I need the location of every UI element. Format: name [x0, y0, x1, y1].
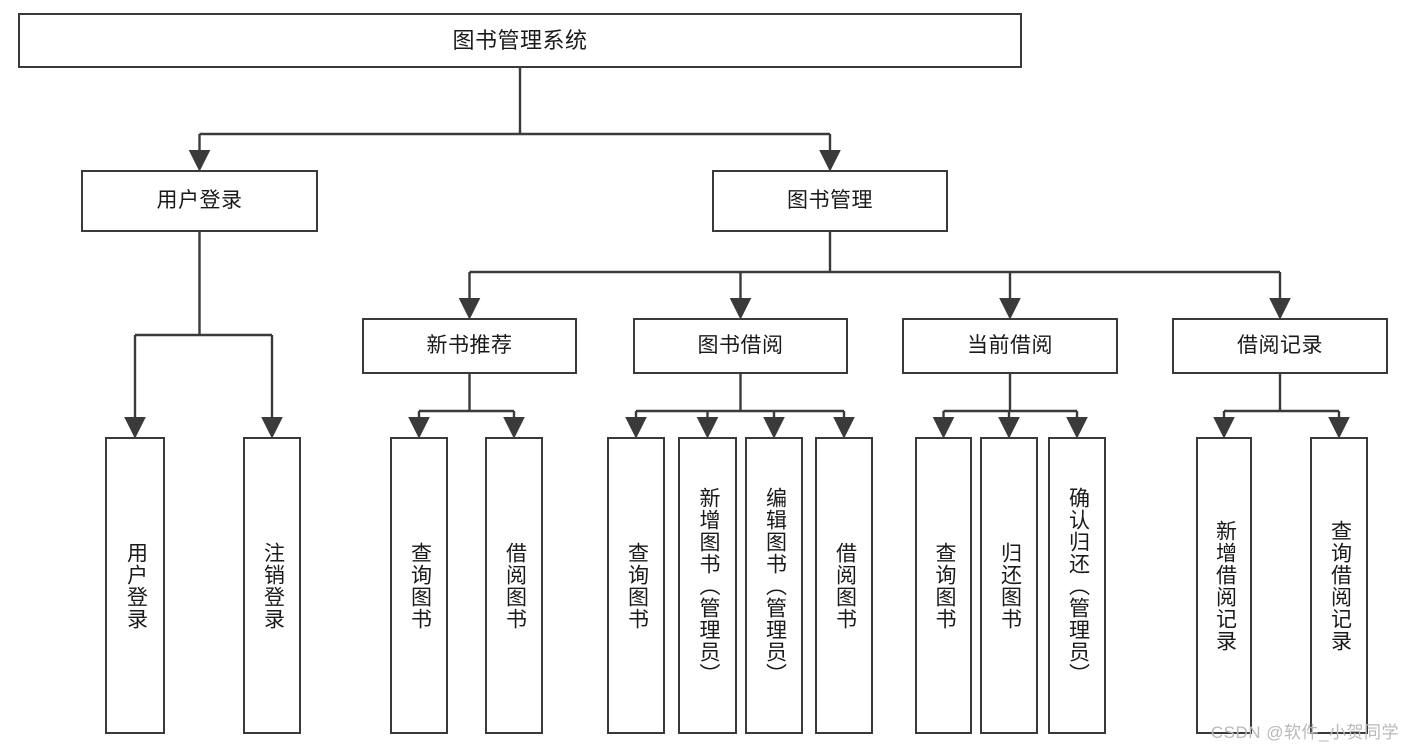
node-new-book-recommend-label: 新书推荐 — [426, 333, 513, 357]
node-leaf-query-book-2-label: 查询图书 — [625, 541, 649, 630]
node-leaf-add-book-admin-label: 新增图书（管理员） — [696, 486, 720, 685]
node-user-login-label: 用户登录 — [156, 188, 243, 212]
node-leaf-query-book-1-label: 查询图书 — [408, 541, 432, 630]
node-book-manage[interactable]: 图书管理 — [712, 170, 948, 232]
node-leaf-query-borrow-record[interactable]: 查询借阅记录 — [1310, 437, 1368, 734]
node-leaf-user-logout[interactable]: 注销登录 — [243, 437, 301, 734]
node-leaf-user-login-label: 用户登录 — [124, 541, 148, 630]
node-leaf-add-book-admin[interactable]: 新增图书（管理员） — [678, 437, 737, 734]
node-leaf-query-book-1[interactable]: 查询图书 — [390, 437, 448, 734]
node-leaf-return-book[interactable]: 归还图书 — [980, 437, 1038, 734]
node-user-login[interactable]: 用户登录 — [81, 170, 318, 232]
node-leaf-confirm-return-admin-label: 确认归还（管理员） — [1066, 486, 1090, 685]
node-borrow-record-label: 借阅记录 — [1237, 333, 1323, 357]
node-root-system[interactable]: 图书管理系统 — [18, 13, 1022, 68]
node-leaf-add-borrow-record-label: 新增借阅记录 — [1213, 519, 1237, 652]
node-borrow-record[interactable]: 借阅记录 — [1172, 318, 1388, 374]
node-leaf-borrow-book-2-label: 借阅图书 — [833, 541, 857, 630]
node-current-borrow[interactable]: 当前借阅 — [902, 318, 1118, 374]
node-leaf-borrow-book-2[interactable]: 借阅图书 — [815, 437, 873, 734]
node-book-borrow-label: 图书借阅 — [697, 333, 784, 357]
node-leaf-borrow-book-1-label: 借阅图书 — [503, 541, 527, 630]
node-leaf-confirm-return-admin[interactable]: 确认归还（管理员） — [1048, 437, 1106, 734]
node-book-borrow[interactable]: 图书借阅 — [633, 318, 848, 374]
node-leaf-query-book-3[interactable]: 查询图书 — [915, 437, 972, 734]
node-leaf-borrow-book-1[interactable]: 借阅图书 — [485, 437, 543, 734]
node-leaf-add-borrow-record[interactable]: 新增借阅记录 — [1196, 437, 1252, 734]
node-leaf-query-book-3-label: 查询图书 — [932, 541, 956, 630]
node-current-borrow-label: 当前借阅 — [967, 333, 1053, 357]
node-leaf-user-login[interactable]: 用户登录 — [105, 437, 165, 734]
node-book-manage-label: 图书管理 — [787, 188, 873, 212]
node-leaf-edit-book-admin-label: 编辑图书（管理员） — [763, 486, 787, 685]
node-leaf-query-borrow-record-label: 查询借阅记录 — [1328, 519, 1352, 652]
node-root-label: 图书管理系统 — [452, 27, 588, 53]
node-leaf-return-book-label: 归还图书 — [998, 541, 1022, 630]
node-leaf-edit-book-admin[interactable]: 编辑图书（管理员） — [745, 437, 803, 734]
node-leaf-query-book-2[interactable]: 查询图书 — [607, 437, 665, 734]
node-leaf-user-logout-label: 注销登录 — [261, 541, 285, 630]
node-new-book-recommend[interactable]: 新书推荐 — [362, 318, 577, 374]
